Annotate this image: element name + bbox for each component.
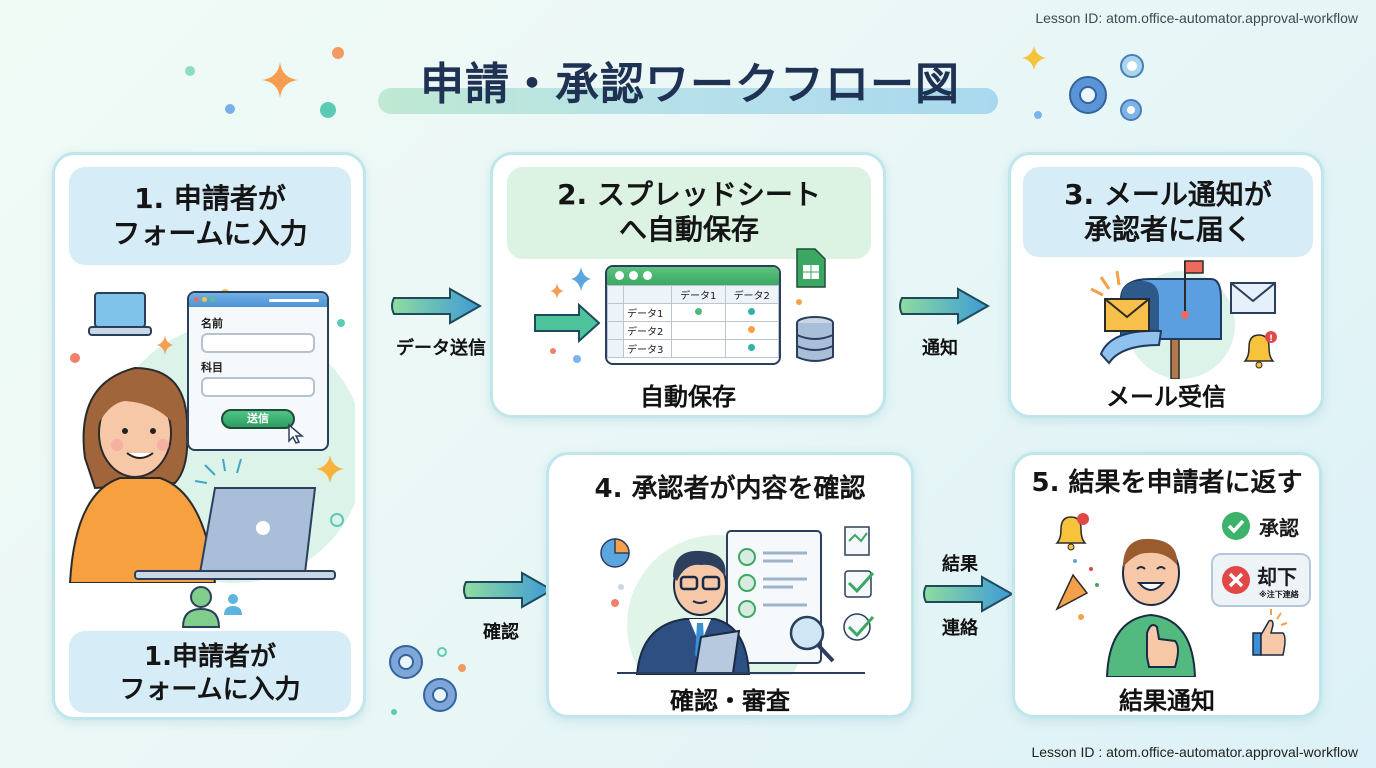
step-2-card: 2. スプレッドシート へ自動保存 データ1 データ2 データ1 xyxy=(490,152,886,418)
step-2-header-line2: へ自動保存 xyxy=(618,213,759,246)
step-1-header-line1: 1. 申請者が xyxy=(134,182,286,215)
step-2-header-line1: 2. スプレッドシート xyxy=(557,178,821,211)
arrow-2-icon xyxy=(899,287,991,325)
users-icon xyxy=(181,586,242,628)
decor-sparkles-left xyxy=(185,47,344,118)
arrow-4-label-bottom: 連絡 xyxy=(942,618,978,639)
spreadsheet-window: データ1 データ2 データ1 データ2 データ3 xyxy=(605,265,781,365)
reviewer-illustration xyxy=(600,526,875,675)
bell-alert-icon: ! xyxy=(1243,331,1277,369)
sheet-col-header: データ1 xyxy=(671,285,726,304)
thumbs-up-icon xyxy=(1146,624,1179,668)
step-1-footer-line2: フォームに入力 xyxy=(119,674,301,705)
step-1-header: 1. 申請者が フォームに入力 xyxy=(69,167,351,265)
step-1-footer: 1.申請者が フォームに入力 xyxy=(69,631,351,713)
sheet-row-label: データ1 xyxy=(623,303,672,322)
arrow-1-label: データ送信 xyxy=(396,338,486,359)
form-label-name: 名前 xyxy=(201,317,223,330)
step-2-header: 2. スプレッドシート へ自動保存 xyxy=(507,167,871,259)
step-1-card: 1. 申請者が フォームに入力 xyxy=(52,152,366,720)
decor-gears-bottom xyxy=(389,645,466,715)
approve-status: 承認 xyxy=(1221,511,1299,541)
status-dot-teal xyxy=(748,344,756,351)
spreadsheet-file-icon xyxy=(796,248,826,288)
form-name-input[interactable] xyxy=(201,333,315,353)
sheet-row-label: データ2 xyxy=(623,321,672,340)
applicant-woman-illustration xyxy=(68,366,217,583)
approve-label: 承認 xyxy=(1259,515,1299,540)
cursor-icon xyxy=(288,423,305,444)
sheet-col-header: データ2 xyxy=(724,285,779,304)
form-window-titlebar xyxy=(189,293,327,307)
party-popper-icon xyxy=(1055,559,1099,620)
step-5-card: 5. 結果を申請者に返す 承認 却下 ※注下連絡 結果通知 xyxy=(1012,452,1322,718)
arrow-4-icon xyxy=(923,575,1015,613)
step-3-header: 3. メール通知が 承認者に届く xyxy=(1023,167,1313,257)
arrow-3-icon xyxy=(463,571,555,609)
step-1-illustration: 名前 科目 送信 xyxy=(65,283,355,583)
reject-bubble: 却下 ※注下連絡 xyxy=(1211,553,1311,607)
step-1-header-line2: フォームに入力 xyxy=(112,217,308,250)
arrow-4-label-top: 結果 xyxy=(942,554,978,575)
checklist-icons xyxy=(843,526,875,641)
page-title: 申請・承認ワークフロー図 xyxy=(420,59,960,110)
title-underline xyxy=(378,88,998,114)
step-1-footer-line1: 1.申請者が xyxy=(144,642,276,672)
sheet-row: データ2 xyxy=(607,321,779,340)
reject-note: ※注下連絡 xyxy=(1259,590,1299,599)
step-2-caption: 自動保存 xyxy=(640,383,736,411)
step-3-card: 3. メール通知が 承認者に届く ! メール受信 xyxy=(1008,152,1324,418)
x-circle-icon xyxy=(1222,566,1250,594)
applicant-result-illustration xyxy=(1055,513,1197,677)
svg-text:!: ! xyxy=(1269,334,1273,344)
reject-label: 却下 xyxy=(1257,565,1297,589)
step-2-decor xyxy=(534,267,601,363)
step-4-caption: 確認・審査 xyxy=(670,687,790,715)
status-dot-teal xyxy=(748,308,756,315)
step-5-caption: 結果通知 xyxy=(1119,687,1215,715)
status-dot-orange xyxy=(748,326,756,333)
sheet-row: データ1 xyxy=(607,303,779,322)
step-3-header-line2: 承認者に届く xyxy=(1083,213,1252,246)
arrow-1-icon xyxy=(391,287,483,325)
mailbox-illustration xyxy=(1090,260,1276,379)
arrow-2-label: 通知 xyxy=(922,338,958,359)
form-submit-button[interactable]: 送信 xyxy=(221,409,295,429)
lesson-id-top: Lesson ID: atom.office-automator.approva… xyxy=(1035,10,1358,26)
spreadsheet-table: データ1 データ2 データ1 データ2 データ3 xyxy=(607,285,779,358)
step-5-header: 5. 結果を申請者に返す xyxy=(1031,468,1303,498)
decor-gears-right xyxy=(1022,46,1144,121)
step-4-header: 4. 承認者が内容を確認 xyxy=(594,474,866,504)
sheets-database-icons xyxy=(796,248,834,362)
form-window: 名前 科目 送信 xyxy=(187,291,329,451)
status-dot-green xyxy=(694,308,702,315)
reviewer-man-illustration xyxy=(635,550,751,675)
form-label-subject: 科目 xyxy=(201,361,223,374)
bell-alert-icon xyxy=(1055,513,1089,551)
step-3-header-line1: 3. メール通知が xyxy=(1064,178,1272,211)
laptop-small-icon xyxy=(88,292,152,336)
sheet-row: データ3 xyxy=(607,339,779,358)
tablet-icon xyxy=(693,629,741,674)
step-3-caption: メール受信 xyxy=(1106,383,1226,411)
form-subject-input[interactable] xyxy=(201,377,315,397)
magnifier-icon xyxy=(789,615,835,663)
laptop-icon xyxy=(134,487,336,580)
step-4-card: 4. 承認者が内容を確認 確認・審査 xyxy=(546,452,914,718)
lesson-id-bottom: Lesson ID : atom.office-automator.approv… xyxy=(1031,744,1358,760)
sheet-row-label: データ3 xyxy=(623,339,672,358)
arrow-3-label: 確認 xyxy=(483,622,519,643)
check-circle-icon xyxy=(1222,512,1250,540)
thumbs-up-small-icon xyxy=(1252,609,1288,656)
pie-chart-icon xyxy=(600,538,630,568)
database-icon xyxy=(796,316,834,362)
mailbox-flag xyxy=(1184,260,1204,274)
